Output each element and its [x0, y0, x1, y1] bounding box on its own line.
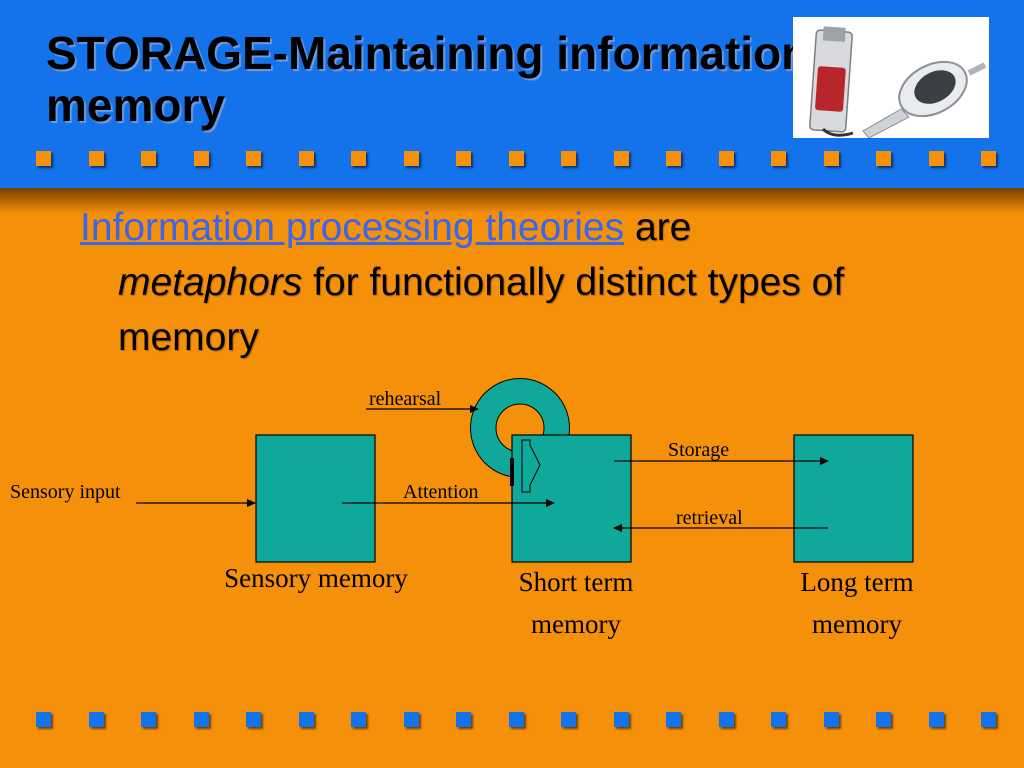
sensory-memory-label: Sensory memory — [224, 563, 408, 593]
slide-title: STORAGE-Maintaining information in memor… — [46, 27, 863, 131]
sensory-memory-box — [255, 434, 376, 563]
decorative-dots-bottom — [36, 712, 996, 732]
usb-device-image — [793, 17, 989, 138]
long-term-memory-box — [793, 434, 914, 563]
short-term-label-2: memory — [531, 609, 621, 639]
attention-label: Attention — [403, 481, 479, 503]
long-term-label-2: memory — [812, 609, 902, 639]
theories-link[interactable]: Information processing theories — [80, 206, 625, 249]
bullet-are: are — [634, 206, 692, 249]
rehearsal-label: rehearsal — [369, 388, 442, 410]
short-term-label-1: Short term — [519, 567, 634, 597]
retrieval-label: retrieval — [676, 507, 743, 529]
memory-model-diagram: Sensory input Attention rehearsal Storag… — [10, 378, 914, 639]
bullet-text: Information processing theories are metap… — [80, 200, 978, 365]
short-term-memory-box — [511, 434, 632, 563]
bullet-italic: metaphors — [118, 261, 303, 304]
decorative-dots-top — [36, 151, 996, 171]
long-term-label-1: Long term — [800, 567, 913, 597]
rehearsal-arrowhead — [521, 439, 541, 493]
sensory-input-label: Sensory input — [10, 481, 121, 503]
storage-label: Storage — [668, 439, 729, 461]
header-shadow — [0, 188, 1024, 214]
bullet-rest: for functionally distinct types of memor… — [118, 261, 845, 359]
